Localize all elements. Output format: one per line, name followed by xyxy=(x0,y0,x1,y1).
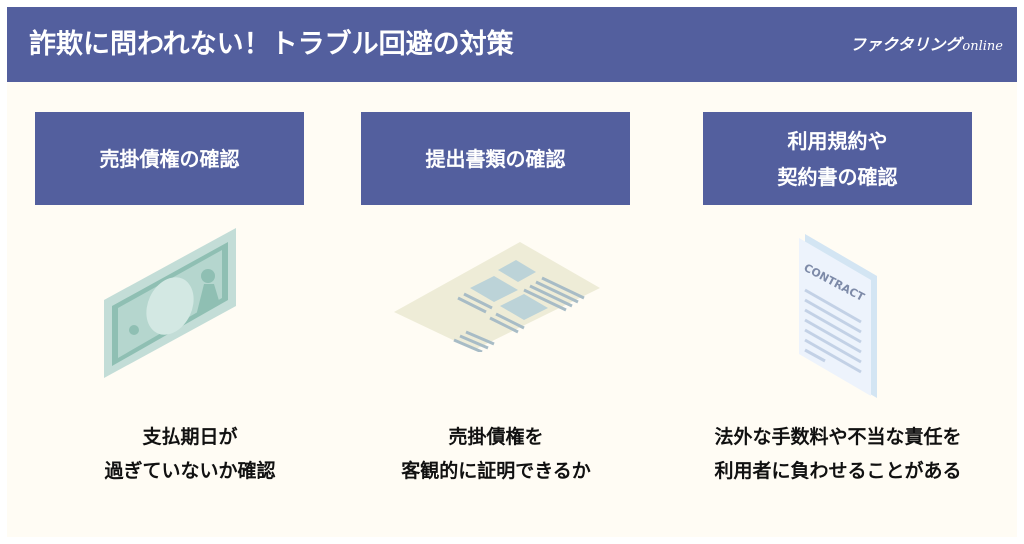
banknote-icon xyxy=(104,228,236,378)
description-text: 支払期日が 過ぎていないか確認 xyxy=(104,426,276,482)
card-title: 提出書類の確認 xyxy=(425,146,566,171)
card-title: 売掛債権の確認 xyxy=(99,146,240,171)
card-terms-contract-check: 利用規約や 契約書の確認 xyxy=(703,112,972,205)
brand-name-jp: ファクタリング xyxy=(850,35,962,54)
description-text: 法外な手数料や不当な責任を 利用者に負わせることがある xyxy=(714,426,962,482)
brand-name-en: online xyxy=(962,39,1003,54)
brand-logo: ファクタリングonline xyxy=(850,7,1003,82)
description-text: 売掛債権を 客観的に証明できるか xyxy=(401,426,591,482)
document-sheet-icon xyxy=(394,242,600,352)
page-title: 詐欺に問われない！トラブル回避の対策 xyxy=(29,29,514,60)
header-bar: 詐欺に問われない！トラブル回避の対策 ファクタリングonline xyxy=(7,7,1017,82)
card-title: 利用規約や 契約書の確認 xyxy=(777,128,898,189)
contract-icon: CONTRACT xyxy=(799,234,877,398)
card-receivables-check: 売掛債権の確認 xyxy=(35,112,304,205)
card-documents-check: 提出書類の確認 xyxy=(361,112,630,205)
